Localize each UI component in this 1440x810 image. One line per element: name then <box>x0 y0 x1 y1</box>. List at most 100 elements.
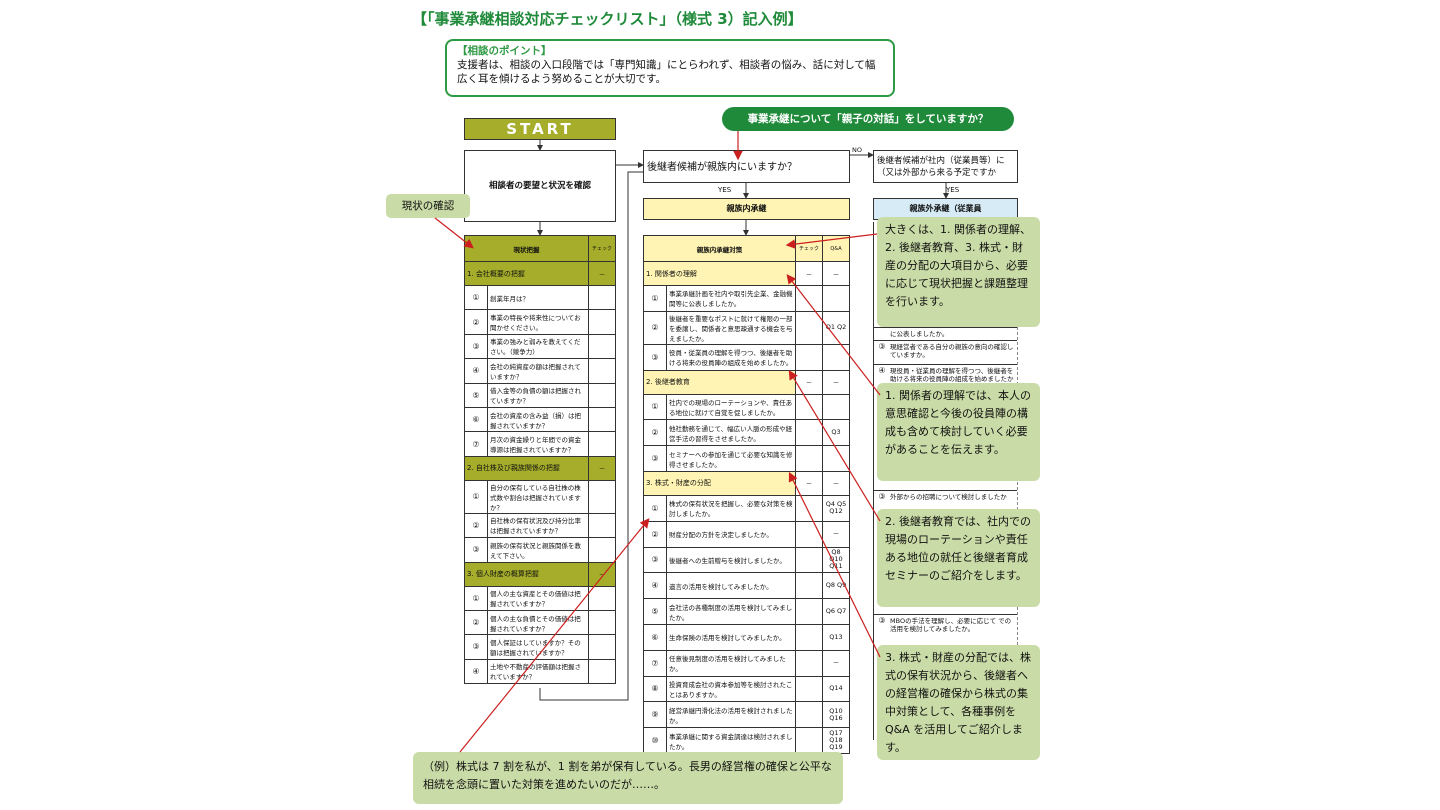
item-number: ⑥ <box>464 406 488 433</box>
check-cell <box>795 546 823 574</box>
item-text: 遺言の活用を検討してみましたか。 <box>666 572 796 600</box>
no-label: NO <box>852 146 862 154</box>
item-number: ① <box>464 479 488 514</box>
check-cell <box>588 284 616 311</box>
item-number: ③ <box>878 342 886 351</box>
item-text: 株式の保有状況を把握し、必要な対策を検討しましたか。 <box>666 494 796 522</box>
item-text: 土地や不動産の評価額は把握されていますか？ <box>487 658 589 685</box>
item-number: ① <box>464 284 488 311</box>
check-cell <box>588 382 616 408</box>
item-text: 経営承継円滑化法の活用を検討されましたか。 <box>666 701 796 729</box>
check-cell <box>588 406 616 433</box>
section-qa: － <box>822 369 850 395</box>
qa-cell: Q1 Q2 <box>822 310 850 345</box>
item-number: ⑦ <box>464 431 488 457</box>
item-text: 投資育成会社の資本参加等を検討されたことはありますか。 <box>666 675 796 703</box>
item-number: ⑧ <box>643 675 667 703</box>
consultation-point-body: 支援者は、相談の入口段階では「専門知識」にとらわれず、相談者の悩み、話に対して幅… <box>457 59 876 85</box>
check-header: チェック <box>795 235 823 262</box>
qa-cell: Q14 <box>822 675 850 703</box>
section-mark: － <box>588 561 616 587</box>
callout-stakeholders: 1. 関係者の理解では、本人の意思確認と今後の役員陣の構成も含めて検討していく必… <box>877 383 1040 481</box>
qa-cell: Q10 Q16 <box>822 701 850 729</box>
callout-successor-education: 2. 後継者教育では、社内での現場のローテーションや責任ある地位の就任と後継者育… <box>877 509 1040 607</box>
item-number: ⑦ <box>643 649 667 677</box>
section-title: 1. 会社概要の把握 <box>464 261 589 286</box>
check-cell <box>588 431 616 457</box>
item-number: ③ <box>464 537 488 563</box>
section-title: 2. 自社株及び親族関係の把握 <box>464 455 589 481</box>
item-text: 会社の純資産の額は把握されていますか？ <box>487 358 589 384</box>
item-text: 個人の主な資産とその価値は把握されていますか？ <box>487 585 589 611</box>
section-mark: － <box>588 261 616 286</box>
partial-row: に公表しましたか。 <box>874 327 1017 340</box>
item-text: 現役員・従業員の理解を得つつ、後継者を助ける将来の役員陣の組成を始めましたか <box>890 367 1014 383</box>
item-text: 役員・従業員の理解を得つつ、後継者を助ける将来の役員陣の組成を始めましたか。 <box>666 343 796 371</box>
item-text: に公表しましたか。 <box>890 330 949 338</box>
callout-share-distribution: 3. 株式・財産の分配では、株式の保有状況から、後継者への経営権の確保から株式の… <box>877 645 1040 760</box>
item-text: 創業年月は？ <box>487 284 589 311</box>
qa-cell: Q4 Q5 Q12 <box>822 494 850 522</box>
item-text: 自分の保有している自社株の株式数や割合は把握されていますか？ <box>487 479 589 514</box>
item-number: ② <box>643 310 667 345</box>
check-cell <box>795 310 823 345</box>
item-text: 事業の強みと弱みを教えてください。（競争力） <box>487 333 589 360</box>
item-number: ④ <box>464 358 488 384</box>
item-text: 事業承継計画を社内や取引先企業、金融機関等に公表しましたか。 <box>666 285 796 312</box>
section-qa: － <box>822 261 850 286</box>
genjo-label: 現状の確認 <box>386 194 470 218</box>
page-title: 【「事業承継相談対応チェックリスト」（様式 3）記入例】 <box>412 10 803 28</box>
item-text: 後継者を重要なポストに就けて権限の一部を委譲し、関係者と意思疎通する機会を与えま… <box>666 310 796 345</box>
check-cell <box>588 634 616 660</box>
consultation-point-box: 【相談のポイント】 支援者は、相談の入口段階では「専門知識」にとらわれず、相談者… <box>445 39 895 97</box>
qa-cell <box>822 393 850 421</box>
section-row: 2. 自社株及び親族関係の把握－ <box>464 455 616 481</box>
check-cell <box>795 419 823 447</box>
item-text: 他社勤務を通じて、幅広い人脈の形成や経営手法の習得をさせましたか。 <box>666 419 796 447</box>
dialogue-question-bubble: 事業承継について「親子の対話」をしていますか？ <box>722 107 1014 131</box>
yes-label-right: YES <box>946 186 960 194</box>
item-number: ④ <box>878 366 886 375</box>
item-number: ① <box>643 393 667 421</box>
red-arrow <box>788 471 881 658</box>
callout-overview: 大きくは、1. 関係者の理解、2. 後継者教育、3. 株式・財産の分配の大項目か… <box>877 217 1040 327</box>
item-text: 親族の保有状況と親族関係を教えて下さい。 <box>487 537 589 563</box>
item-text: 事業承継に関する資金調達は検討されましたか。 <box>666 727 796 754</box>
consultation-point-heading: 【相談のポイント】 <box>457 45 552 57</box>
partial-row: ④ 現役員・従業員の理解を得つつ、後継者を助ける将来の役員陣の組成を始めましたか <box>874 364 1017 385</box>
section-row: 3. 株式・財産の分配－－ <box>643 470 850 496</box>
section-mark: － <box>588 455 616 481</box>
check-cell <box>588 309 616 335</box>
item-text: MBOの手法を理解し、必要に応じて での活用を検討してみましたか。 <box>890 617 1012 633</box>
item-text: 個人保証はしていますか？その額は把握されていますか？ <box>487 634 589 660</box>
item-text: 自社株の保有状況及び持分比率は把握されていますか？ <box>487 512 589 539</box>
item-number: ③ <box>643 445 667 472</box>
section-row: 2. 後継者教育－－ <box>643 369 850 395</box>
table-header-row: 現状把握チェック <box>464 235 616 262</box>
